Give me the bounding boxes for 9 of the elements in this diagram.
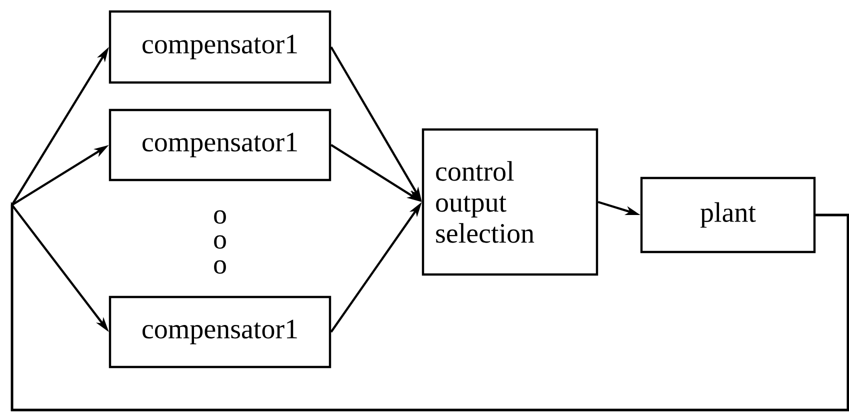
block-box: control output selection	[422, 128, 598, 276]
block-box: compensator1	[108, 108, 332, 182]
ellipsis-label: o	[214, 235, 226, 249]
block-box: compensator1	[108, 10, 332, 84]
arrow	[10, 202, 849, 412]
ellipsis-label: o	[214, 210, 226, 224]
ellipsis-label: o	[214, 260, 226, 274]
block-box: compensator1	[108, 296, 332, 368]
block-box: plant	[640, 176, 816, 254]
